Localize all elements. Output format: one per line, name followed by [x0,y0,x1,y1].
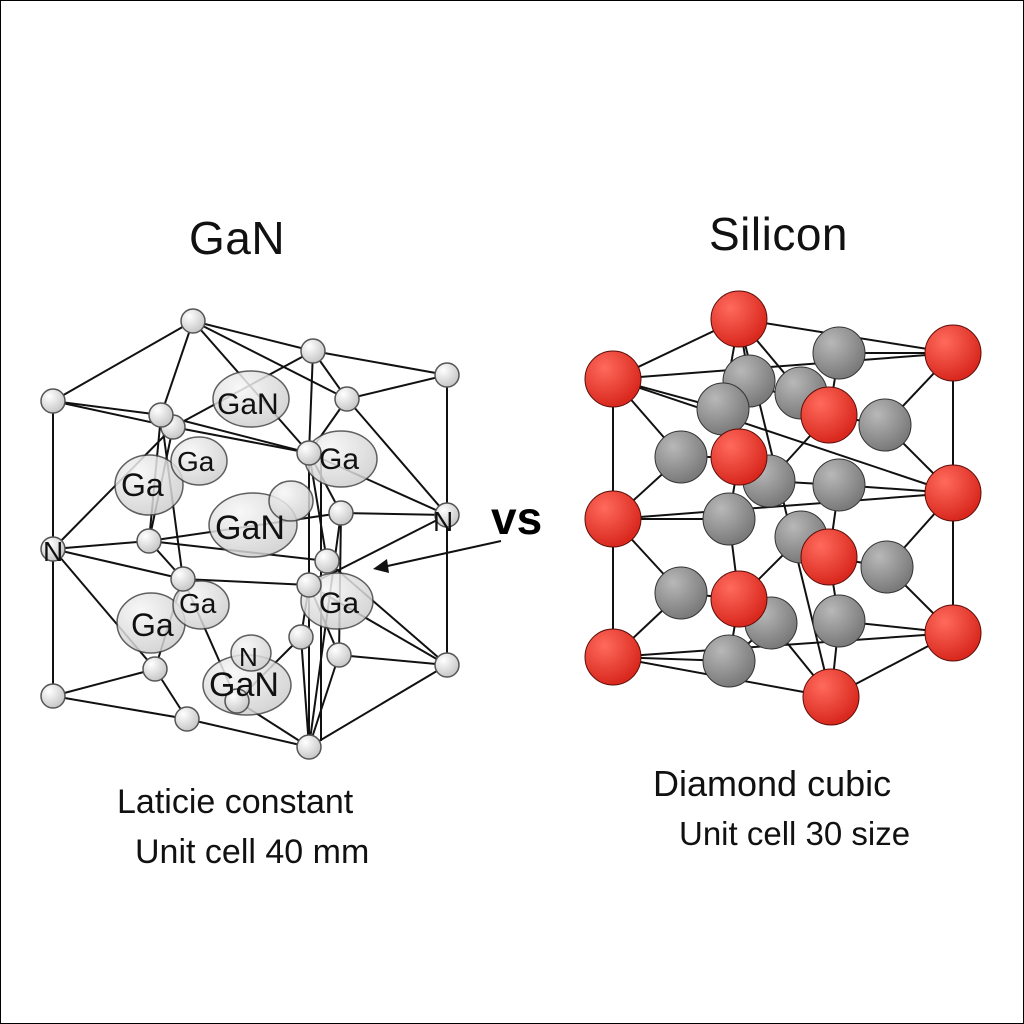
silicon-red-atom [710,428,768,486]
silicon-red-atom [800,528,858,586]
gan-label-bottom: GaN [209,666,279,704]
silicon-bond [612,378,954,494]
gan-atom [296,440,322,466]
gan-atom [136,528,162,554]
gan-bond [182,578,310,586]
gan-bond [346,398,448,516]
gan-bond [192,320,314,352]
gan-bond [52,320,194,402]
gan-atom [434,362,460,388]
gan-bond [160,320,194,416]
silicon-gray-atom [860,540,914,594]
gan-bond [160,414,310,454]
n-label-left: N [43,536,63,567]
silicon-red-atom [584,490,642,548]
gan-atom [142,656,168,682]
gan-atom-cluster [230,634,272,672]
ga-label-left: Ga [121,467,164,503]
gan-atom [296,572,322,598]
silicon-gray-atom [654,566,708,620]
gan-bond [52,548,184,580]
gan-atom [170,566,196,592]
silicon-bond [612,492,954,520]
ga-label-right-top: Ga [319,443,359,476]
ga-label-left-bottom: Ga [131,607,174,643]
silicon-red-atom [924,324,982,382]
gan-atom [180,308,206,334]
silicon-gray-atom [702,492,756,546]
silicon-title: Silicon [709,208,849,260]
silicon-red-atom [710,570,768,628]
gan-caption-line2: Unit cell 40 mm [135,833,370,871]
ga-label-right-bottom: Ga [319,587,359,620]
pointer-arrow [373,540,502,573]
vs-label: vs [491,492,543,544]
silicon-red-atom [710,290,768,348]
ga-label-mid-top: Ga [177,446,215,477]
gan-atom [328,500,354,526]
silicon-bond [612,352,954,380]
gan-atom [40,536,66,562]
gan-bond [346,374,448,400]
silicon-red-atom [924,464,982,522]
silicon-red-atom [800,386,858,444]
gan-bond [52,540,150,550]
silicon-red-atom [802,668,860,726]
gan-bond [312,350,448,376]
silicon-red-atom [924,604,982,662]
gan-atom [40,683,66,709]
gan-atom [314,548,340,574]
gan-bond [52,668,156,697]
gan-bond [172,426,310,454]
gan-atom-cluster [268,480,314,522]
gan-atom [40,388,66,414]
gan-title: GaN [189,212,286,264]
gan-bond [52,426,174,550]
gan-atom-cluster [114,454,184,516]
gan-atom-cluster [212,370,290,428]
gan-label-center: GaN [215,509,285,547]
gan-caption-line1: Laticie constant [117,783,354,821]
silicon-red-atom [584,628,642,686]
gan-atom-cluster [170,436,228,486]
gan-label-top: GaN [217,388,279,421]
gan-atom [296,734,322,760]
gan-bond [52,400,162,416]
silicon-caption-line1: Diamond cubic [653,763,892,804]
gan-atom [148,402,174,428]
silicon-gray-atom [702,634,756,688]
silicon-caption-line2: Unit cell 30 size [679,815,911,852]
gan-bond [308,350,314,454]
gan-bond [308,664,448,748]
gan-atom [224,688,250,714]
gan-bond [340,512,448,516]
silicon-gray-atom [812,458,866,512]
gan-atom [174,706,200,732]
silicon-gray-atom [696,382,750,436]
gan-bond [192,320,348,400]
gan-atom [334,386,360,412]
silicon-gray-atom [812,594,866,648]
gan-bond [186,718,310,748]
ga-label-mid-bottom: Ga [179,588,217,619]
gan-atom [300,338,326,364]
gan-bond [338,654,448,666]
silicon-red-atom [584,350,642,408]
gan-atom-cluster [172,580,230,630]
gan-atom [326,642,352,668]
silicon-gray-atom [858,398,912,452]
gan-bond [308,654,340,748]
gan-bond [300,636,310,748]
n-label-right: N [433,506,453,537]
n-label-bottom: N [239,642,258,672]
gan-bond [52,695,188,720]
silicon-gray-atom [654,430,708,484]
silicon-gray-atom [812,326,866,380]
gan-atom [288,624,314,650]
gan-atom [434,502,460,528]
gan-atom [434,652,460,678]
